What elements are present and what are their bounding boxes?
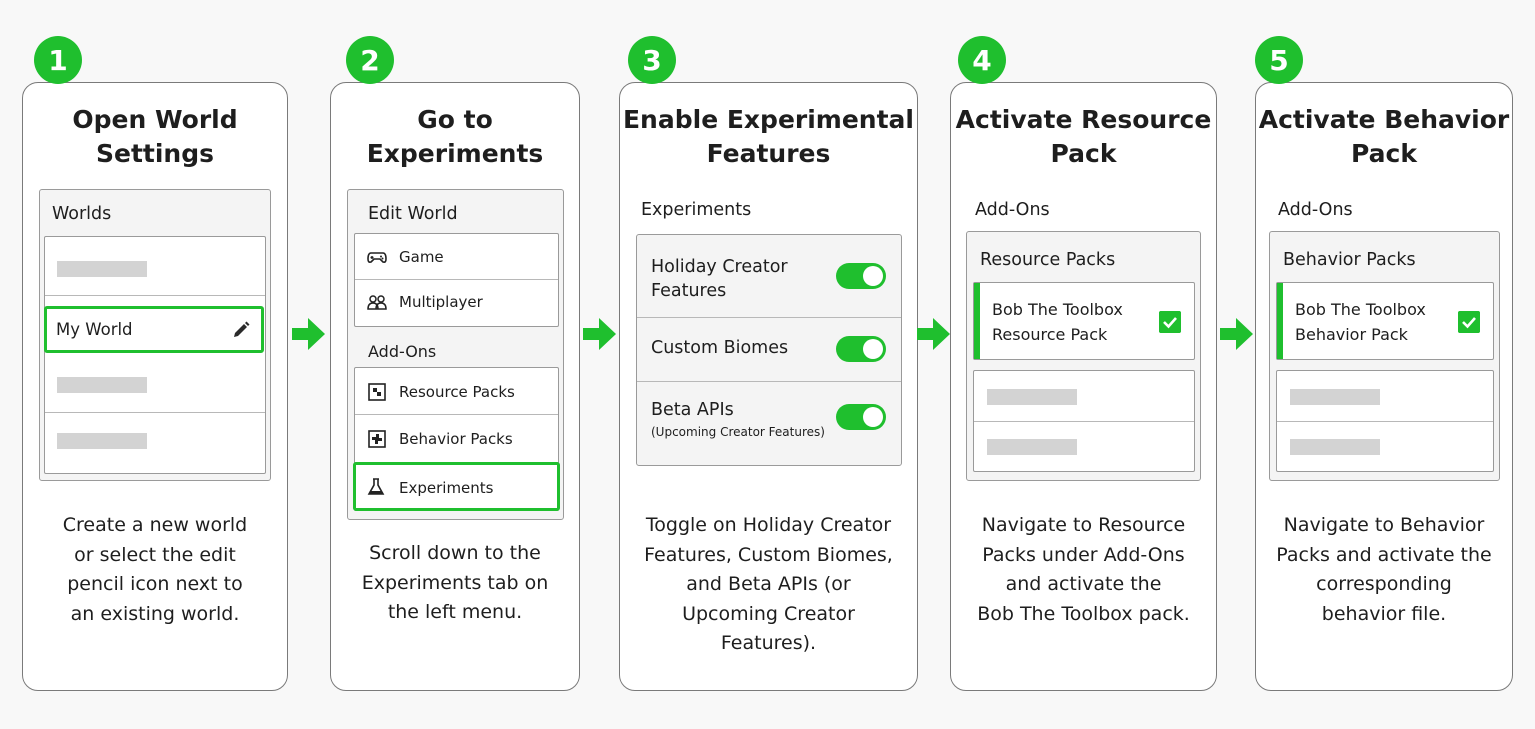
worlds-header: Worlds [52, 204, 112, 224]
step-1-card: Open World Settings Worlds My World Crea… [22, 82, 288, 691]
step-5-badge: 5 [1255, 36, 1303, 84]
tab-experiments[interactable]: Experiments [353, 462, 560, 511]
check-icon[interactable] [1159, 311, 1181, 333]
experiments-panel: Holiday Creator Features Custom Biomes B… [636, 234, 902, 466]
inactive-pack-list [1276, 370, 1494, 472]
pack-placeholder-2 [1290, 439, 1380, 455]
row-divider [45, 412, 265, 413]
step-2-card: Go to Experiments Edit World Game Multip… [330, 82, 580, 691]
active-pack-row[interactable]: Bob The Toolbox Resource Pack [973, 282, 1195, 360]
toggle-knob [863, 339, 883, 359]
my-world-row[interactable]: My World [44, 306, 264, 353]
step-2-description: Scroll down to the Experiments tab on th… [361, 542, 549, 623]
arrow-right-icon [917, 318, 950, 350]
step-5-card: Activate Behavior Pack Add-Ons Behavior … [1255, 82, 1513, 691]
active-pack-row[interactable]: Bob The Toolbox Behavior Pack [1276, 282, 1494, 360]
arrow-right-icon [292, 318, 325, 350]
pack-placeholder-1 [1290, 389, 1380, 405]
row-divider [45, 295, 265, 296]
worlds-list [44, 236, 266, 474]
step-1-badge: 1 [34, 36, 82, 84]
check-icon[interactable] [1458, 311, 1480, 333]
step-3-card: Enable Experimental Features Experiments… [619, 82, 918, 691]
step-3-title: Enable Experimental Features [622, 105, 914, 168]
world-placeholder-3 [57, 433, 147, 449]
step-3-description: Toggle on Holiday Creator Features, Cust… [644, 514, 893, 654]
step-4-badge: 4 [958, 36, 1006, 84]
behavior-pack-icon [368, 430, 386, 448]
step-4-description: Navigate to Resource Packs under Add-Ons… [977, 514, 1190, 625]
step-4-card: Activate Resource Pack Add-Ons Resource … [950, 82, 1217, 691]
step-1-title: Open World Settings [72, 105, 238, 168]
custom-biomes-toggle[interactable] [836, 336, 886, 362]
tab-resource-packs[interactable]: Resource Packs [399, 383, 515, 401]
toggle-custom-biomes-label: Custom Biomes [651, 338, 789, 358]
controller-icon [367, 252, 387, 263]
resource-pack-icon [368, 383, 386, 401]
tab-behavior-packs[interactable]: Behavior Packs [399, 430, 513, 448]
resource-packs-panel: Resource Packs Bob The Toolbox Resource … [966, 231, 1201, 481]
experiments-header: Experiments [641, 200, 752, 220]
add-ons-header: Add-Ons [1278, 200, 1353, 220]
toggle-beta-apis-label: Beta APIs [651, 400, 734, 420]
worlds-panel: Worlds My World [39, 189, 271, 481]
tab-multiplayer[interactable]: Multiplayer [399, 293, 483, 311]
toggle-holiday-creator-label: Holiday Creator Features [651, 257, 788, 301]
step-3-badge: 3 [628, 36, 676, 84]
active-indicator [974, 283, 980, 359]
add-ons-header: Add-Ons [975, 200, 1050, 220]
pack-placeholder-2 [987, 439, 1077, 455]
row-divider [355, 279, 558, 280]
row-divider [1277, 421, 1493, 422]
step-5-description: Navigate to Behavior Packs and activate … [1276, 514, 1492, 625]
behavior-pack-name: Bob The Toolbox Behavior Pack [1295, 300, 1426, 344]
inactive-pack-list [973, 370, 1195, 472]
arrow-right-icon [1220, 318, 1253, 350]
edit-world-header: Edit World [368, 204, 458, 224]
step-2-title: Go to Experiments [366, 105, 544, 168]
pencil-icon[interactable] [231, 320, 251, 340]
world-placeholder-1 [57, 261, 147, 277]
row-divider [637, 381, 901, 382]
behavior-packs-subheader: Behavior Packs [1283, 250, 1416, 270]
step-4-title: Activate Resource Pack [955, 105, 1212, 168]
resource-packs-subheader: Resource Packs [980, 250, 1116, 270]
step-1-description: Create a new world or select the edit pe… [62, 514, 248, 625]
step-5-title: Activate Behavior Pack [1258, 105, 1510, 168]
add-ons-header: Add-Ons [368, 342, 437, 361]
pack-placeholder-1 [987, 389, 1077, 405]
tab-experiments-label: Experiments [399, 479, 494, 497]
beta-apis-toggle[interactable] [836, 404, 886, 430]
edit-world-list: Game Multiplayer [354, 233, 559, 327]
my-world-label: My World [56, 320, 133, 339]
arrow-right-icon [583, 318, 616, 350]
row-divider [974, 421, 1194, 422]
toggle-knob [863, 407, 883, 427]
flask-icon [367, 478, 385, 495]
toggle-beta-apis-sublabel: (Upcoming Creator Features) [651, 425, 825, 439]
multiplayer-icon [367, 295, 387, 310]
step-2-badge: 2 [346, 36, 394, 84]
edit-world-panel: Edit World Game Multiplayer Add-Ons [347, 189, 564, 520]
row-divider [637, 317, 901, 318]
behavior-packs-panel: Behavior Packs Bob The Toolbox Behavior … [1269, 231, 1500, 481]
toggle-knob [863, 266, 883, 286]
world-placeholder-2 [57, 377, 147, 393]
row-divider [355, 414, 558, 415]
active-indicator [1277, 283, 1283, 359]
resource-pack-name: Bob The Toolbox Resource Pack [992, 300, 1123, 344]
holiday-creator-toggle[interactable] [836, 263, 886, 289]
tab-game[interactable]: Game [399, 248, 444, 266]
